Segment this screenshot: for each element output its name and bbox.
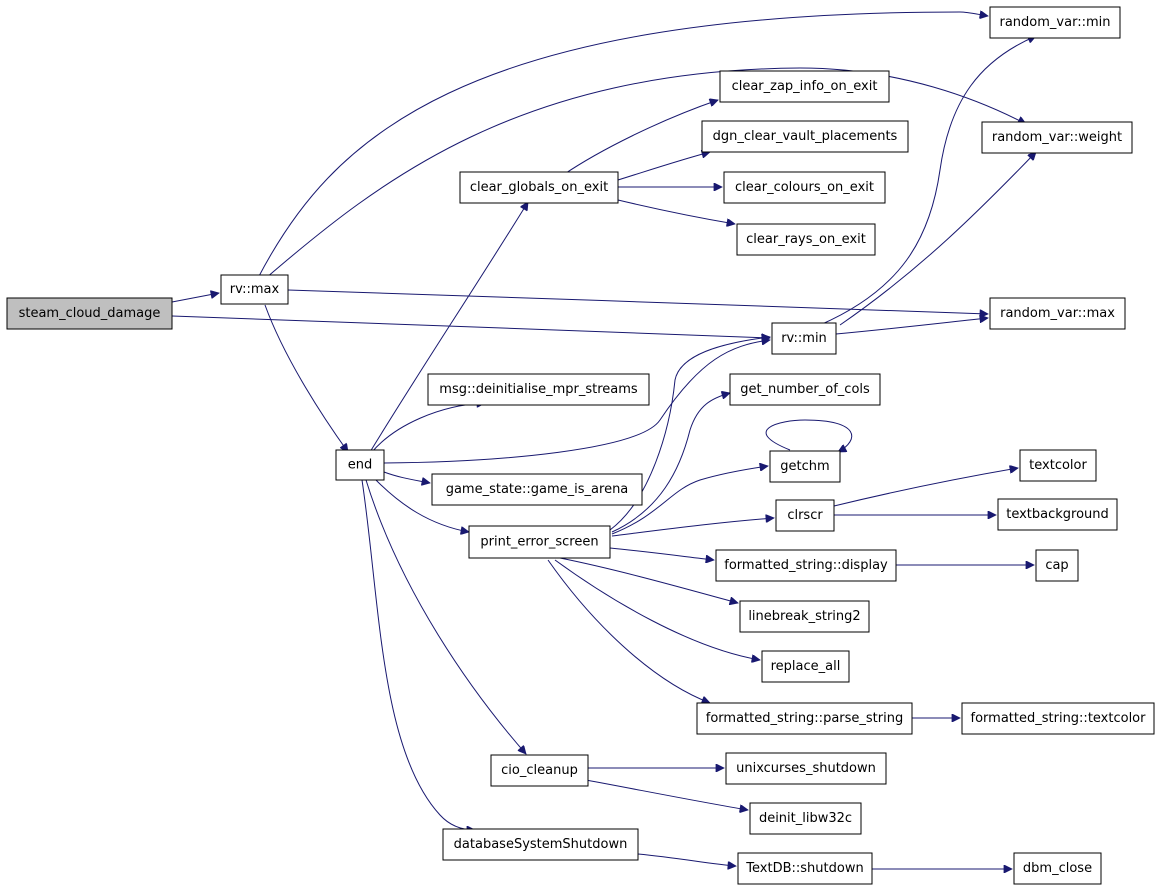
- node-label: unixcurses_shutdown: [736, 761, 876, 776]
- node-label: getchm: [780, 459, 829, 474]
- node-label: end: [348, 458, 373, 473]
- node-rv-min[interactable]: rv::min: [771, 322, 837, 355]
- node-database-system-shutdown[interactable]: databaseSystemShutdown: [442, 828, 639, 861]
- edge-print_error_screen-to-get_number_of_cols: [611, 393, 730, 533]
- edge-end-to-databaseSystemShutdown: [361, 479, 475, 830]
- node-label: textbackground: [1006, 507, 1109, 522]
- node-label: dgn_clear_vault_placements: [713, 129, 898, 144]
- edge-clear_globals_on_exit-to-clear_rays_on_exit: [617, 199, 735, 224]
- edge-steam_cloud_damage-to-rv_min: [171, 315, 770, 338]
- node-cap[interactable]: cap: [1035, 549, 1079, 582]
- node-label: clear_rays_on_exit: [746, 232, 866, 247]
- edge-rv_min-to-random_var_weight: [839, 152, 1036, 326]
- node-label: formatted_string::textcolor: [971, 711, 1147, 726]
- node-label: formatted_string::display: [724, 558, 888, 573]
- node-label: steam_cloud_damage: [19, 306, 161, 321]
- edge-end-to-rv_min: [383, 340, 770, 464]
- node-random-var-min[interactable]: random_var::min: [989, 6, 1121, 39]
- edge-rv_max-to-random_var_max: [287, 289, 988, 314]
- edge-databaseSystemShutdown-to-TextDB_shutdown: [637, 853, 736, 866]
- edge-cio_cleanup-to-deinit_libw32c: [585, 779, 748, 810]
- edge-end-to-cio_cleanup: [365, 479, 526, 754]
- edge-clear_globals_on_exit-to-dgn_clear_vault_placements: [617, 152, 710, 181]
- node-label: deinit_libw32c: [759, 811, 852, 826]
- node-formatted-string-parse-string[interactable]: formatted_string::parse_string: [696, 702, 913, 735]
- node-clear-rays-on-exit[interactable]: clear_rays_on_exit: [736, 223, 876, 256]
- node-label: msg::deinitialise_mpr_streams: [439, 382, 638, 397]
- edge-rv_min-to-random_var_max: [835, 318, 988, 335]
- node-deinit-libw32c[interactable]: deinit_libw32c: [749, 802, 862, 835]
- node-clear-zap-info-on-exit[interactable]: clear_zap_info_on_exit: [719, 70, 890, 103]
- node-label: random_var::weight: [992, 130, 1122, 145]
- node-linebreak-string2[interactable]: linebreak_string2: [739, 600, 870, 633]
- edge-end-to-clear_globals_on_exit: [369, 202, 528, 453]
- node-unixcurses-shutdown[interactable]: unixcurses_shutdown: [725, 752, 887, 785]
- node-label: formatted_string::parse_string: [706, 711, 903, 726]
- node-formatted-string-display[interactable]: formatted_string::display: [715, 549, 897, 582]
- edge-print_error_screen-to-clrscr: [611, 518, 774, 537]
- edge-steam_cloud_damage-to-rv_max: [171, 293, 219, 303]
- edge-print_error_screen-to-getchm: [611, 466, 768, 535]
- node-label: clear_colours_on_exit: [735, 180, 874, 195]
- node-label: linebreak_string2: [748, 609, 860, 624]
- node-label: rv::max: [230, 282, 280, 297]
- node-end[interactable]: end: [335, 449, 385, 481]
- node-print-error-screen[interactable]: print_error_screen: [468, 525, 611, 559]
- edge-rv_max-to-random_var_weight: [265, 67, 1026, 279]
- node-clear-globals-on-exit[interactable]: clear_globals_on_exit: [459, 171, 619, 204]
- node-label: cap: [1045, 558, 1068, 573]
- node-game-state-game-is-arena[interactable]: game_state::game_is_arena: [431, 473, 643, 506]
- node-msg-deinitialise-mpr-streams[interactable]: msg::deinitialise_mpr_streams: [427, 373, 650, 406]
- node-clear-colours-on-exit[interactable]: clear_colours_on_exit: [723, 171, 886, 204]
- node-label: databaseSystemShutdown: [454, 837, 628, 852]
- node-rv-max[interactable]: rv::max: [220, 274, 289, 305]
- node-label: clrscr: [787, 508, 823, 523]
- node-label: replace_all: [771, 659, 841, 674]
- node-random-var-max[interactable]: random_var::max: [989, 297, 1126, 330]
- edge-rv_max-to-end: [264, 304, 348, 452]
- node-label: clear_globals_on_exit: [470, 180, 608, 195]
- node-textcolor[interactable]: textcolor: [1019, 449, 1097, 482]
- node-steam-cloud-damage[interactable]: steam_cloud_damage: [6, 297, 173, 330]
- edge-print_error_screen-to-formatted_string_display: [609, 547, 714, 560]
- node-label: print_error_screen: [480, 535, 598, 550]
- edge-getchm-self: [765, 419, 853, 453]
- edge-print_error_screen-to-linebreak_string2: [559, 557, 738, 603]
- node-label: rv::min: [781, 331, 827, 346]
- node-label: cio_cleanup: [501, 763, 578, 778]
- node-textbackground[interactable]: textbackground: [997, 498, 1118, 531]
- edge-print_error_screen-to-replace_all: [554, 559, 760, 660]
- node-textdb-shutdown[interactable]: TextDB::shutdown: [737, 852, 873, 885]
- node-get-number-of-cols[interactable]: get_number_of_cols: [729, 373, 881, 406]
- node-clrscr[interactable]: clrscr: [775, 499, 835, 532]
- node-label: textcolor: [1029, 458, 1087, 473]
- node-label: random_var::min: [1000, 15, 1111, 30]
- node-label: dbm_close: [1023, 861, 1092, 876]
- edge-end-to-game_state_game_is_arena: [383, 471, 430, 483]
- node-random-var-weight[interactable]: random_var::weight: [981, 121, 1133, 154]
- edge-clrscr-to-textcolor: [833, 468, 1018, 507]
- edge-end-to-print_error_screen: [373, 477, 469, 532]
- node-label: TextDB::shutdown: [745, 861, 863, 876]
- node-label: game_state::game_is_arena: [446, 482, 629, 497]
- node-dgn-clear-vault-placements[interactable]: dgn_clear_vault_placements: [701, 120, 909, 153]
- node-dbm-close[interactable]: dbm_close: [1013, 852, 1102, 885]
- edge-print_error_screen-to-formatted_string_parse_string: [547, 559, 710, 703]
- node-formatted-string-textcolor[interactable]: formatted_string::textcolor: [961, 702, 1155, 735]
- edge-rv_max-to-random_var_min: [257, 12, 988, 279]
- call-nodes: steam_cloud_damage rv::max random_var::m…: [6, 6, 1155, 885]
- node-replace-all[interactable]: replace_all: [761, 650, 850, 683]
- edge-end-to-msg_deinitialise_mpr_streams: [371, 403, 485, 453]
- node-getchm[interactable]: getchm: [769, 450, 841, 483]
- call-edges: [171, 12, 1036, 869]
- node-label: clear_zap_info_on_exit: [732, 79, 878, 94]
- node-label: random_var::max: [1000, 306, 1115, 321]
- edge-clear_globals_on_exit-to-clear_zap_info_on_exit: [562, 100, 718, 176]
- edge-rv_min-to-random_var_min: [819, 36, 1036, 326]
- node-cio-cleanup[interactable]: cio_cleanup: [490, 754, 589, 787]
- node-label: get_number_of_cols: [740, 382, 870, 397]
